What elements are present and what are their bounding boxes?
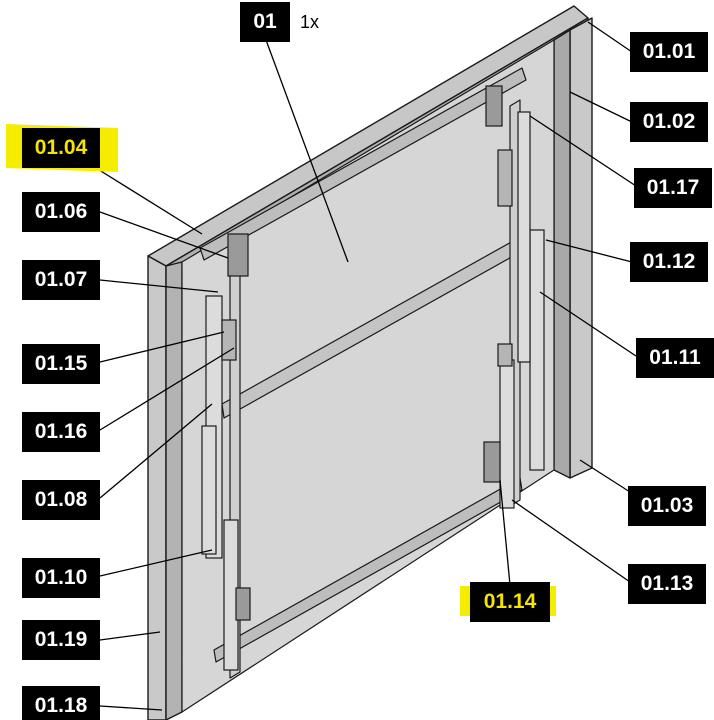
part-label-01-17[interactable]: 01.17: [634, 168, 712, 208]
leader-01-10: [99, 549, 213, 577]
part-label-01-14[interactable]: 01.14: [470, 582, 550, 622]
part-label-01-04[interactable]: 01.04: [22, 128, 100, 168]
part-label-01-02[interactable]: 01.02: [630, 102, 708, 142]
frame-left-post: [147, 255, 167, 720]
bracket-right-lower: [497, 343, 513, 367]
leader-01-16: [99, 347, 235, 431]
leader-lines: [95, 21, 637, 711]
leader-01-06: [99, 211, 229, 259]
leader-01-15: [99, 331, 225, 363]
leader-01-13: [511, 499, 631, 583]
leader-01-11: [539, 291, 637, 357]
profile-01-10: [201, 425, 217, 555]
hinge-01-06: [227, 233, 249, 277]
frame-right-post: [569, 17, 593, 479]
profile-01-13: [499, 359, 515, 509]
hinge-01-14: [483, 441, 501, 483]
leader-01-01: [587, 21, 633, 53]
part-label-01-08[interactable]: 01.08: [22, 480, 100, 520]
leader-01-08: [99, 403, 213, 499]
leaf-top-edge: [199, 67, 527, 261]
part-label-01-15[interactable]: 01.15: [22, 344, 100, 384]
profile-01-11: [529, 229, 545, 471]
part-label-01-12[interactable]: 01.12: [630, 242, 708, 282]
part-label-01-19[interactable]: 01.19: [22, 620, 100, 660]
leader-01-19: [99, 631, 161, 641]
part-label-01-10[interactable]: 01.10: [22, 558, 100, 598]
bracket-right-mid: [497, 149, 513, 207]
part-label-01-13[interactable]: 01.13: [628, 564, 706, 604]
profile-01-17: [517, 111, 531, 363]
assembly-quantity: 1x: [300, 12, 320, 32]
part-label-01-06[interactable]: 01.06: [22, 192, 100, 232]
leader-01: [265, 39, 349, 263]
bracket-01-15: [221, 319, 237, 361]
part-label-01-18[interactable]: 01.18: [22, 686, 100, 720]
leader-01-07: [99, 279, 219, 293]
hinge-lower-left: [235, 587, 251, 621]
frame-left-post-inner: [165, 261, 183, 720]
leader-01-14: [499, 479, 511, 586]
part-label-01-16[interactable]: 01.16: [22, 412, 100, 452]
leader-01-02: [569, 91, 633, 123]
leader-01-17: [529, 115, 637, 187]
leaf-bottom-rail: [213, 477, 523, 663]
frame-right-post-inner: [553, 29, 571, 479]
leader-01-04: [95, 167, 203, 235]
hinge-top-right: [485, 85, 503, 127]
part-label-01-03[interactable]: 01.03: [628, 486, 706, 526]
leader-01-03: [579, 459, 631, 493]
part-label-01-01[interactable]: 01.01: [630, 32, 708, 72]
hinge-brackets: [221, 85, 513, 621]
leader-01-18: [99, 705, 163, 711]
part-label-01-07[interactable]: 01.07: [22, 260, 100, 300]
part-label-01-11[interactable]: 01.11: [636, 338, 714, 378]
assembly-label[interactable]: 01: [240, 2, 290, 42]
vertical-profiles: [201, 111, 545, 671]
leader-01-12: [545, 239, 633, 263]
